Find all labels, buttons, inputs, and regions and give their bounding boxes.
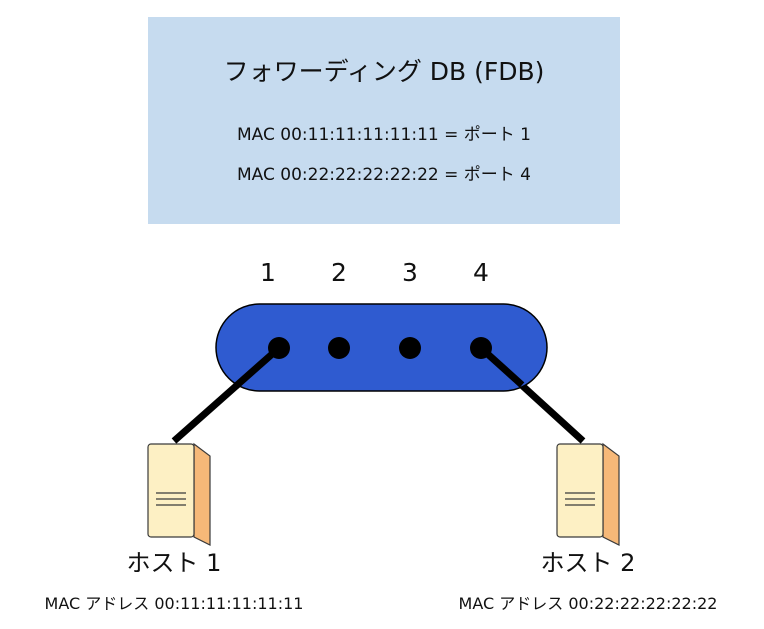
cable-host-2-segment [478,345,525,388]
fdb-panel: フォワーディング DB (FDB) MAC 00:11:11:11:11:11 … [148,17,620,224]
host-1-server-icon [147,442,211,546]
host-1-mac: MAC アドレス 00:11:11:11:11:11 [45,594,304,613]
host-2-name: ホスト 2 [541,549,636,577]
server-front-panel [556,443,604,538]
switch-port-2 [328,337,350,359]
host-1-name: ホスト 1 [127,549,222,577]
switch-body [215,303,548,392]
fdb-title: フォワーディング DB (FDB) [224,57,545,86]
port-label-3: 3 [402,258,418,287]
host-2-mac: MAC アドレス 00:22:22:22:22:22 [459,594,718,613]
server-front-panel [147,443,195,538]
switch-port-3 [399,337,421,359]
port-labels: 1 2 3 4 [260,258,489,287]
host-2-server-icon [556,442,620,546]
fdb-entry: MAC 00:22:22:22:22:22 = ポート 4 [237,165,531,185]
port-label-1: 1 [260,258,276,287]
port-label-4: 4 [473,258,489,287]
fdb-box [148,17,620,224]
port-label-2: 2 [331,258,347,287]
host-2-labels: ホスト 2 MAC アドレス 00:22:22:22:22:22 [459,549,718,613]
cable-host-1-segment [233,345,282,389]
server-side-panel [193,442,211,546]
switch [215,303,548,392]
cable-overlays [233,345,525,389]
host-1-labels: ホスト 1 MAC アドレス 00:11:11:11:11:11 [45,549,304,613]
fdb-entry: MAC 00:11:11:11:11:11 = ポート 1 [237,125,531,145]
server-side-panel [602,442,620,546]
